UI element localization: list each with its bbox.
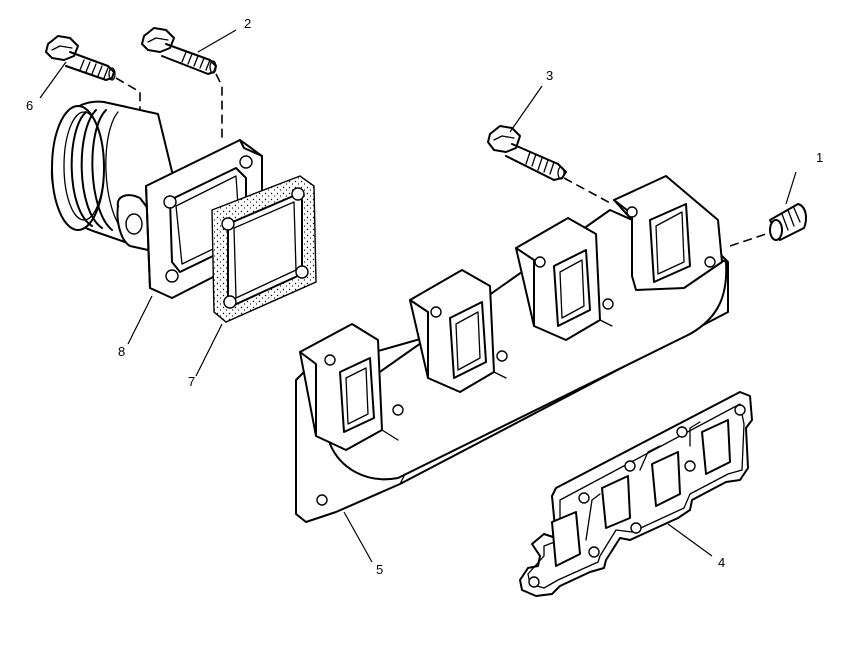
- callout-number-7: 7: [188, 374, 195, 389]
- exhaust-manifold-part-5: [295, 175, 729, 523]
- plug-part-1: [769, 203, 807, 241]
- bolt-part-3: [487, 125, 567, 181]
- callout-number-2: 2: [244, 16, 251, 31]
- leader-line-2: [197, 29, 237, 53]
- callout-number-3: 3: [546, 68, 553, 83]
- outlet-elbow-part-8: [50, 100, 263, 299]
- leader-line-1: [785, 171, 797, 205]
- callout-number-4: 4: [718, 555, 725, 570]
- bolt-part-2: [141, 27, 217, 75]
- callout-number-6: 6: [26, 98, 33, 113]
- leader-line-7: [195, 323, 223, 377]
- leader-line-6: [39, 61, 67, 99]
- alignment-line-bolt-3: [563, 177, 613, 205]
- leader-line-8: [127, 295, 153, 345]
- callout-number-5: 5: [376, 562, 383, 577]
- callout-number-1: 1: [816, 150, 823, 165]
- leader-line-4: [667, 523, 713, 557]
- callout-number-8: 8: [118, 344, 125, 359]
- flange-gasket-part-7: [211, 175, 317, 323]
- alignment-line-bolt-2: [215, 73, 223, 140]
- alignment-line-plug-1: [729, 231, 773, 247]
- bolt-part-6: [45, 35, 116, 81]
- leader-line-5: [343, 511, 373, 563]
- manifold-gasket-part-4: [519, 391, 753, 597]
- leader-line-3: [509, 85, 543, 133]
